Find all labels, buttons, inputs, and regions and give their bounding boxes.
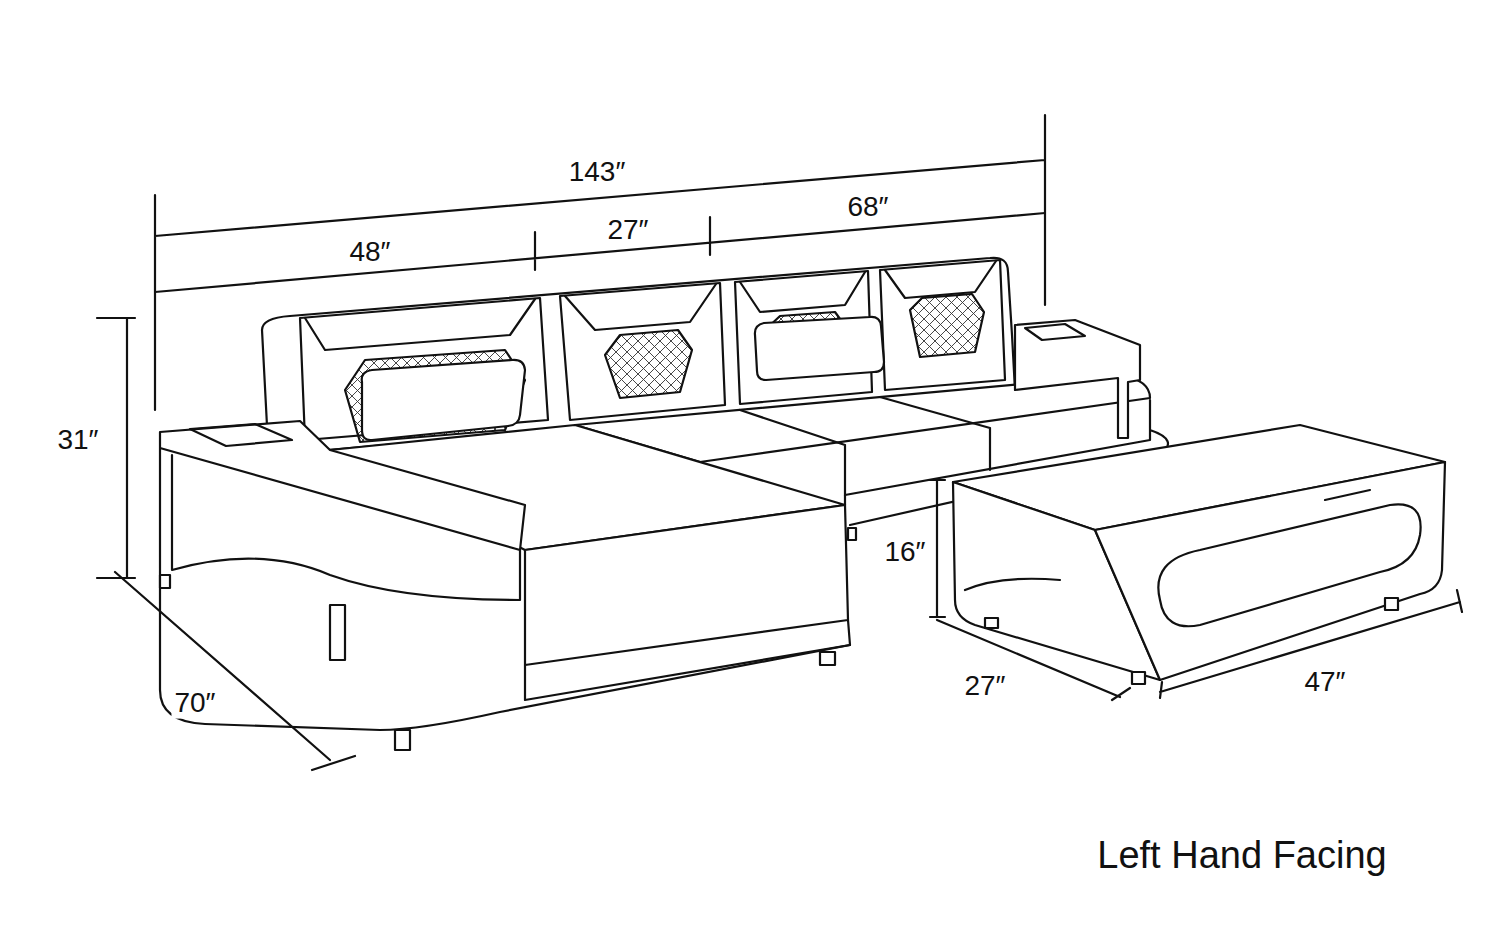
dimension-label: 143″ — [566, 157, 629, 188]
dimension-label: 48″ — [346, 237, 393, 268]
back-cushion — [880, 260, 1005, 390]
quilted-panel — [345, 350, 525, 442]
sofa-foot — [160, 528, 856, 750]
dimension-label: 27″ — [961, 671, 1008, 702]
dimension-line — [115, 572, 355, 770]
arm-tray — [1025, 324, 1085, 340]
table-shelf — [965, 490, 1370, 590]
dimension-label: 31″ — [54, 425, 101, 456]
arm-tray — [190, 424, 292, 446]
pillow — [362, 360, 525, 440]
dimension-label: 27″ — [604, 215, 651, 246]
headrest — [740, 272, 865, 312]
headrest — [305, 299, 535, 350]
back-cushion — [560, 283, 725, 420]
pillow — [755, 317, 884, 380]
chaise-base — [525, 620, 850, 700]
dimension-line — [930, 480, 945, 617]
back-cushion — [300, 298, 548, 440]
headrest — [885, 261, 996, 298]
arm-frame — [160, 448, 850, 730]
quilted-panel — [605, 330, 692, 398]
chaise-cushion — [525, 505, 848, 665]
dimension-label: 68″ — [844, 192, 891, 223]
quilted-panel — [910, 294, 984, 357]
seat-cushion — [575, 375, 1150, 462]
caption-text: Left Hand Facing — [1094, 835, 1389, 877]
headrest — [565, 284, 716, 330]
dimension-label: 70″ — [171, 688, 218, 719]
sofa-arm — [160, 421, 525, 550]
dimension-label: 47″ — [1301, 667, 1348, 698]
dimension-line — [97, 318, 135, 578]
table-cutout — [1158, 504, 1420, 626]
sofa-arm — [1015, 320, 1140, 438]
table-front — [1095, 462, 1445, 680]
arm-post — [330, 605, 345, 660]
dimension-label: 16″ — [881, 537, 928, 568]
